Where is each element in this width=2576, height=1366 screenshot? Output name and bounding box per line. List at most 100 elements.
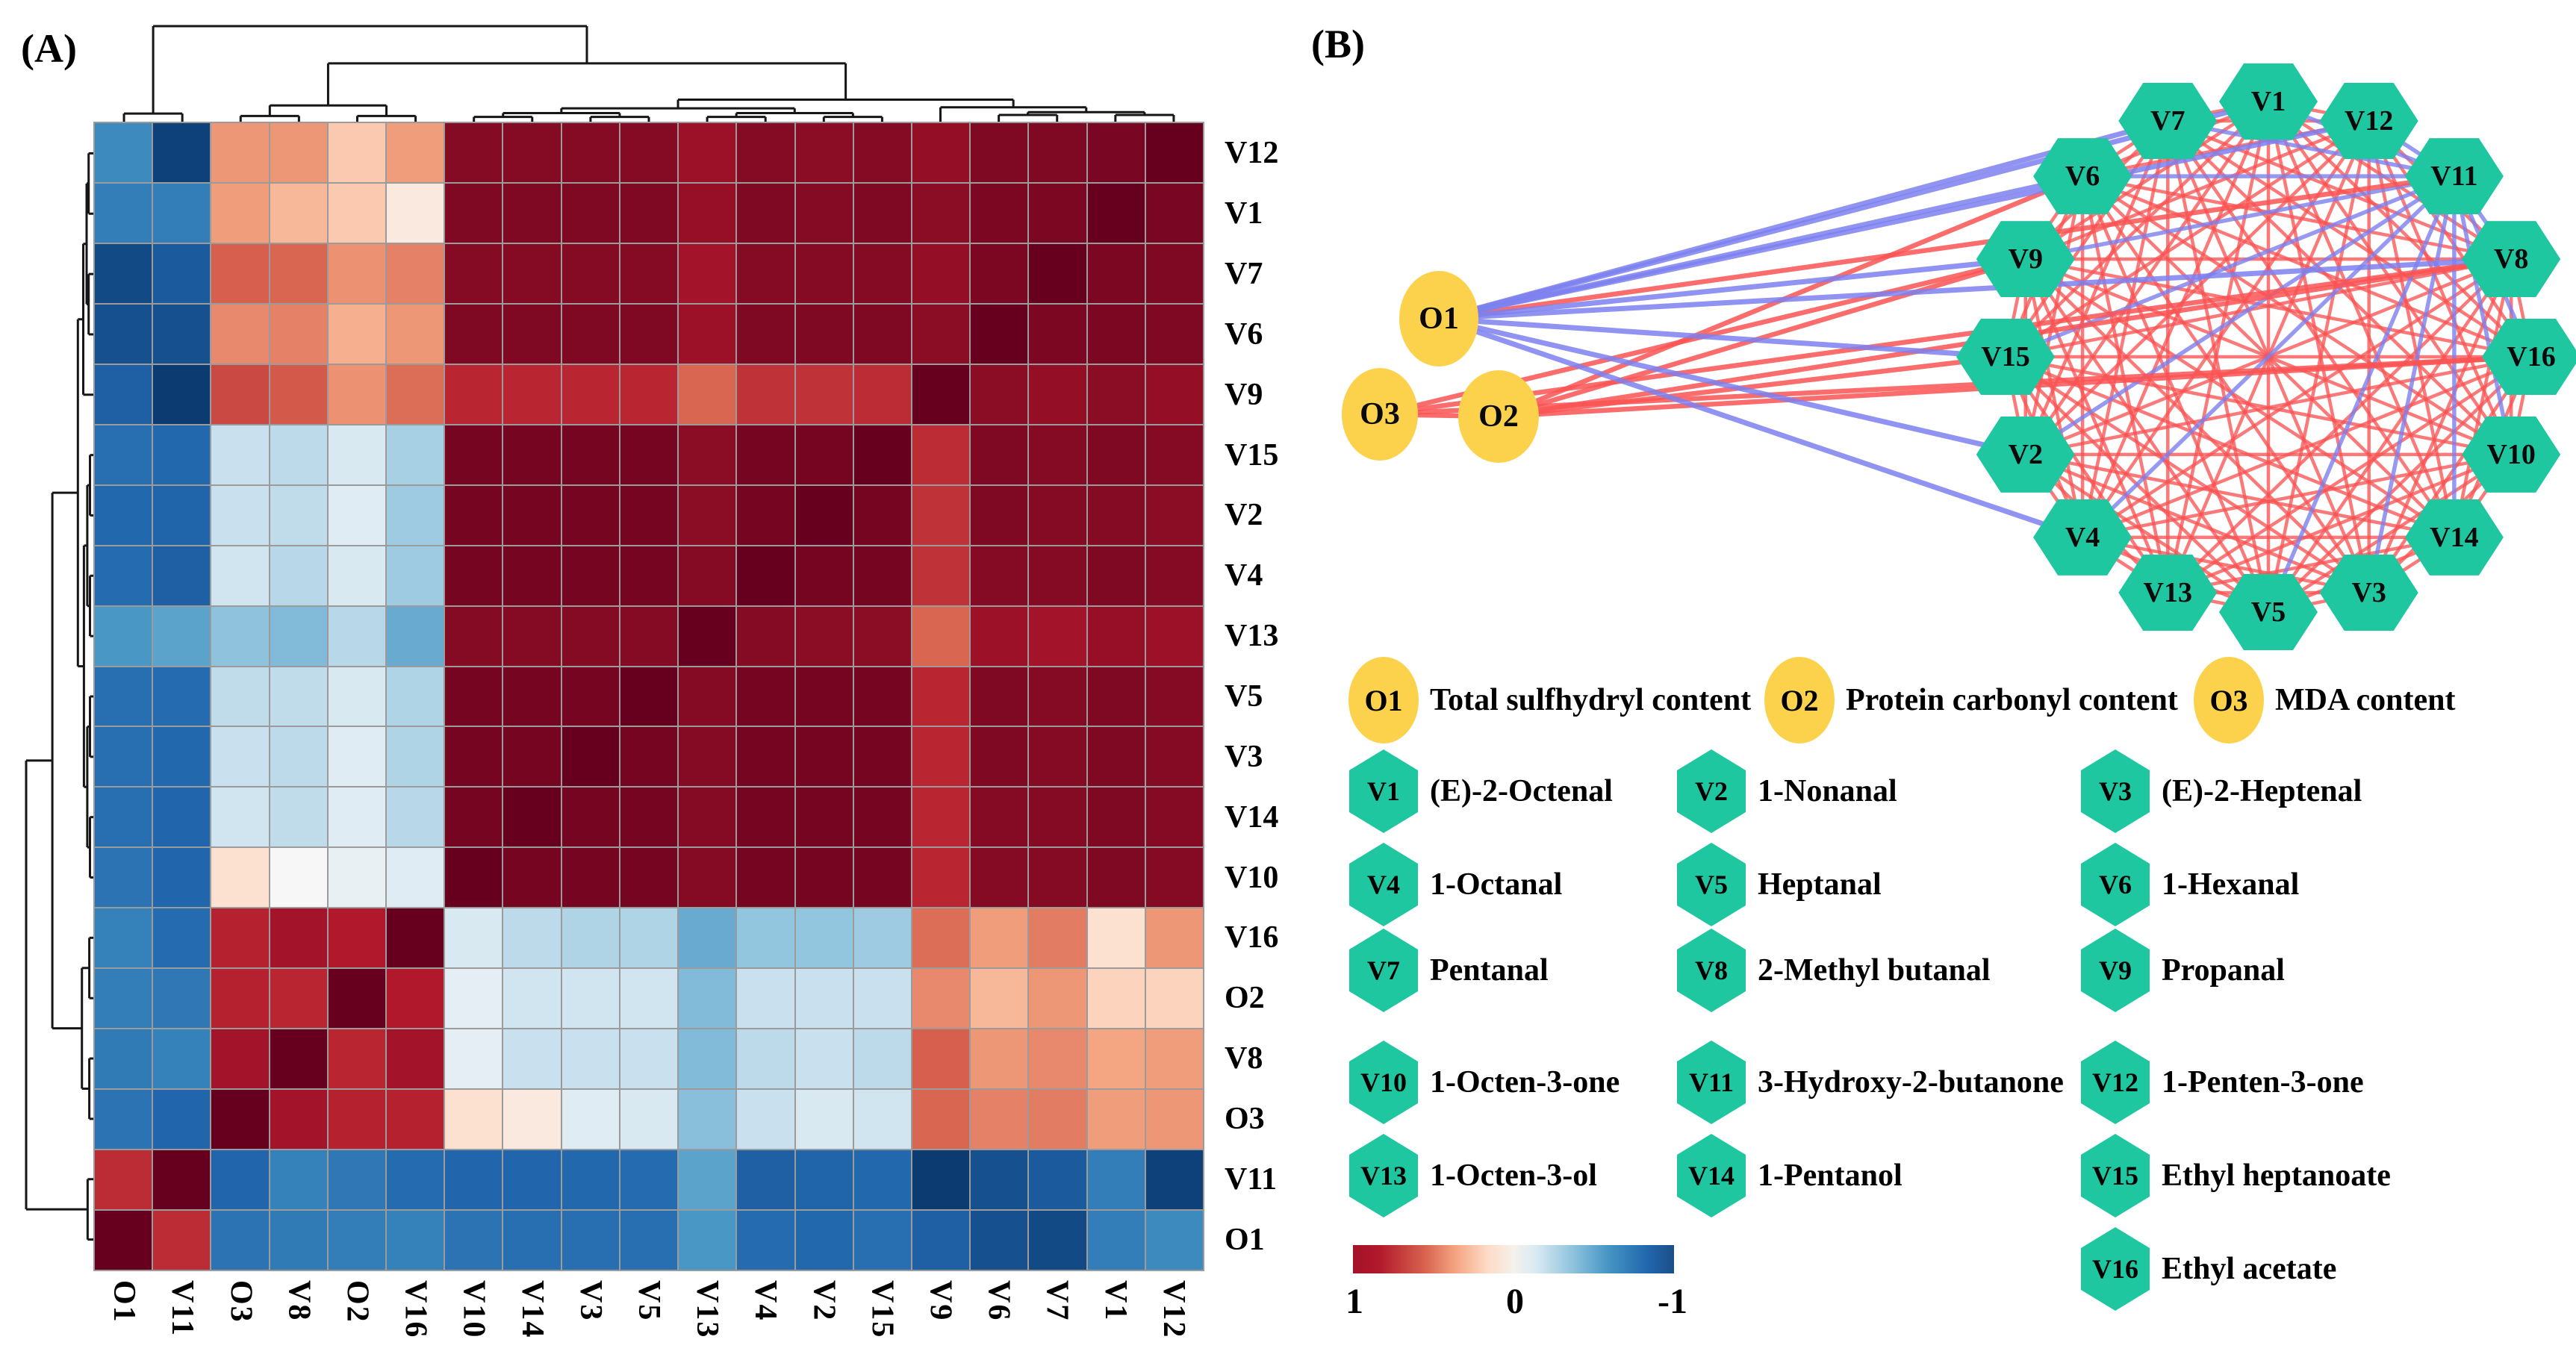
heatmap-cell-V5-V12 [1145,667,1203,726]
heatmap-cell-V10-V15 [853,848,911,908]
heatmap-cell-V14-V11 [153,788,211,847]
heatmap-cell-V9-O1 [95,364,152,424]
heatmap-cell-V16-O2 [328,908,386,968]
legend-text-V7: Pentanal [1430,953,1549,988]
panel-a-label: (A) [21,26,77,71]
heatmap-cell-O2-O3 [211,969,269,1029]
heatmap-cell-O1-V8 [270,1211,327,1270]
heatmap-cell-V13-V14 [503,606,561,666]
heatmap-cell-V10-V7 [1029,848,1086,908]
heatmap-cell-V6-V2 [795,304,853,364]
heatmap-cell-V4-V4 [737,546,794,605]
heatmap-cell-V8-V3 [561,1029,619,1089]
heatmap-cell-O2-V4 [737,969,794,1029]
heatmap-cell-V16-V14 [503,908,561,968]
col-label-V12: V12 [1156,1280,1191,1339]
legend-marker-V8: V8 [1677,929,1746,1012]
heatmap-cell-V6-V1 [1087,304,1145,364]
heatmap-cell-O3-V10 [445,1090,503,1150]
row-label-V12: V12 [1225,136,1279,171]
heatmap-cell-V14-V16 [387,788,444,847]
legend-marker-V10: V10 [1349,1041,1418,1124]
heatmap-cell-V8-V1 [1087,1029,1145,1089]
legend-marker-label: O1 [1364,683,1403,717]
heatmap-cell-V15-O3 [211,425,269,484]
heatmap-cell-V15-V10 [445,425,503,484]
heatmap-cell-V10-V12 [1145,848,1203,908]
heatmap-cell-V12-O1 [95,123,152,182]
heatmap-cell-O3-V9 [912,1090,970,1150]
node-label: V7 [2150,105,2185,137]
heatmap-cell-V14-V4 [737,788,794,847]
heatmap-cell-V16-V9 [912,908,970,968]
heatmap-cell-V14-O1 [95,788,152,847]
heatmap-cell-V16-V2 [795,908,853,968]
heatmap-cell-V6-V8 [270,304,327,364]
heatmap-cell-V16-V11 [153,908,211,968]
heatmap-cell-V15-V5 [620,425,678,484]
legend-text-O3: MDA content [2275,683,2456,717]
heatmap-cell-O2-V3 [561,969,619,1029]
heatmap-cell-V9-V11 [153,364,211,424]
heatmap-cell-V3-V7 [1029,727,1086,787]
heatmap-cell-V12-V13 [679,123,736,182]
heatmap-cell-O3-V14 [503,1090,561,1150]
heatmap-cell-V10-V6 [971,848,1028,908]
heatmap-cell-V13-V9 [912,606,970,666]
heatmap-cell-V3-V1 [1087,727,1145,787]
legend-marker-V6: V6 [2081,843,2150,926]
heatmap-cell-V7-V16 [387,243,444,303]
legend-text-V16: Ethyl acetate [2162,1252,2337,1286]
legend-text-V11: 3-Hydroxy-2-butanone [1758,1065,2064,1100]
heatmap-cell-V2-V4 [737,485,794,545]
legend-marker-label: V3 [2099,776,2132,806]
heatmap-cell-V2-O1 [95,485,152,545]
heatmap-cell-V6-V10 [445,304,503,364]
heatmap-cell-V3-V15 [853,727,911,787]
heatmap-cell-V4-V7 [1029,546,1086,605]
heatmap-cell-V6-O3 [211,304,269,364]
heatmap-cell-V10-V1 [1087,848,1145,908]
legend-marker-label: V2 [1695,776,1728,806]
network-node-O3: O3 [1342,368,1418,461]
legend-text-V3: (E)-2-Heptenal [2162,774,2362,808]
heatmap-cell-V7-V2 [795,243,853,303]
heatmap-cell-O3-V4 [737,1090,794,1150]
heatmap-cell-V5-V8 [270,667,327,726]
heatmap-cell-V14-V8 [270,788,327,847]
heatmap-cell-V2-V11 [153,485,211,545]
heatmap-cell-V13-O1 [95,606,152,666]
heatmap-cell-V15-V11 [153,425,211,484]
heatmap-cell-V3-V12 [1145,727,1203,787]
heatmap-cell-V14-V9 [912,788,970,847]
heatmap-cell-V12-V14 [503,123,561,182]
legend-text-V2: 1-Nonanal [1758,774,1897,808]
heatmap-cell-V9-V9 [912,364,970,424]
heatmap-cell-V3-V5 [620,727,678,787]
heatmap-cell-O3-V1 [1087,1090,1145,1150]
heatmap-cell-V10-V11 [153,848,211,908]
heatmap-cell-V14-V6 [971,788,1028,847]
heatmap-cell-V9-V14 [503,364,561,424]
colorbar-tick-0: 0 [1506,1282,1524,1321]
heatmap-cell-V3-V16 [387,727,444,787]
legend-marker-label: V7 [1367,955,1400,985]
heatmap-cell-V7-V6 [971,243,1028,303]
legend-marker-V14: V14 [1677,1134,1746,1217]
heatmap-cell-V16-O1 [95,908,152,968]
heatmap-cell-V15-O2 [328,425,386,484]
legend-marker-O2: O2 [1764,657,1835,743]
edge-V8-V15 [2003,257,2513,359]
heatmap-cell-V7-V4 [737,243,794,303]
heatmap-cell-V4-V14 [503,546,561,605]
heatmap-cell-V1-O3 [211,183,269,243]
heatmap-cell-O1-V15 [853,1211,911,1270]
legend-marker-O3: O3 [2194,657,2264,743]
heatmap-cell-V8-O3 [211,1029,269,1089]
heatmap-cell-V5-V14 [503,667,561,726]
heatmap-cell-O2-V9 [912,969,970,1029]
heatmap-cell-V7-V15 [853,243,911,303]
row-label-V10: V10 [1225,860,1279,895]
legend-marker-O1: O1 [1348,657,1419,743]
heatmap-cell-V11-V8 [270,1150,327,1210]
